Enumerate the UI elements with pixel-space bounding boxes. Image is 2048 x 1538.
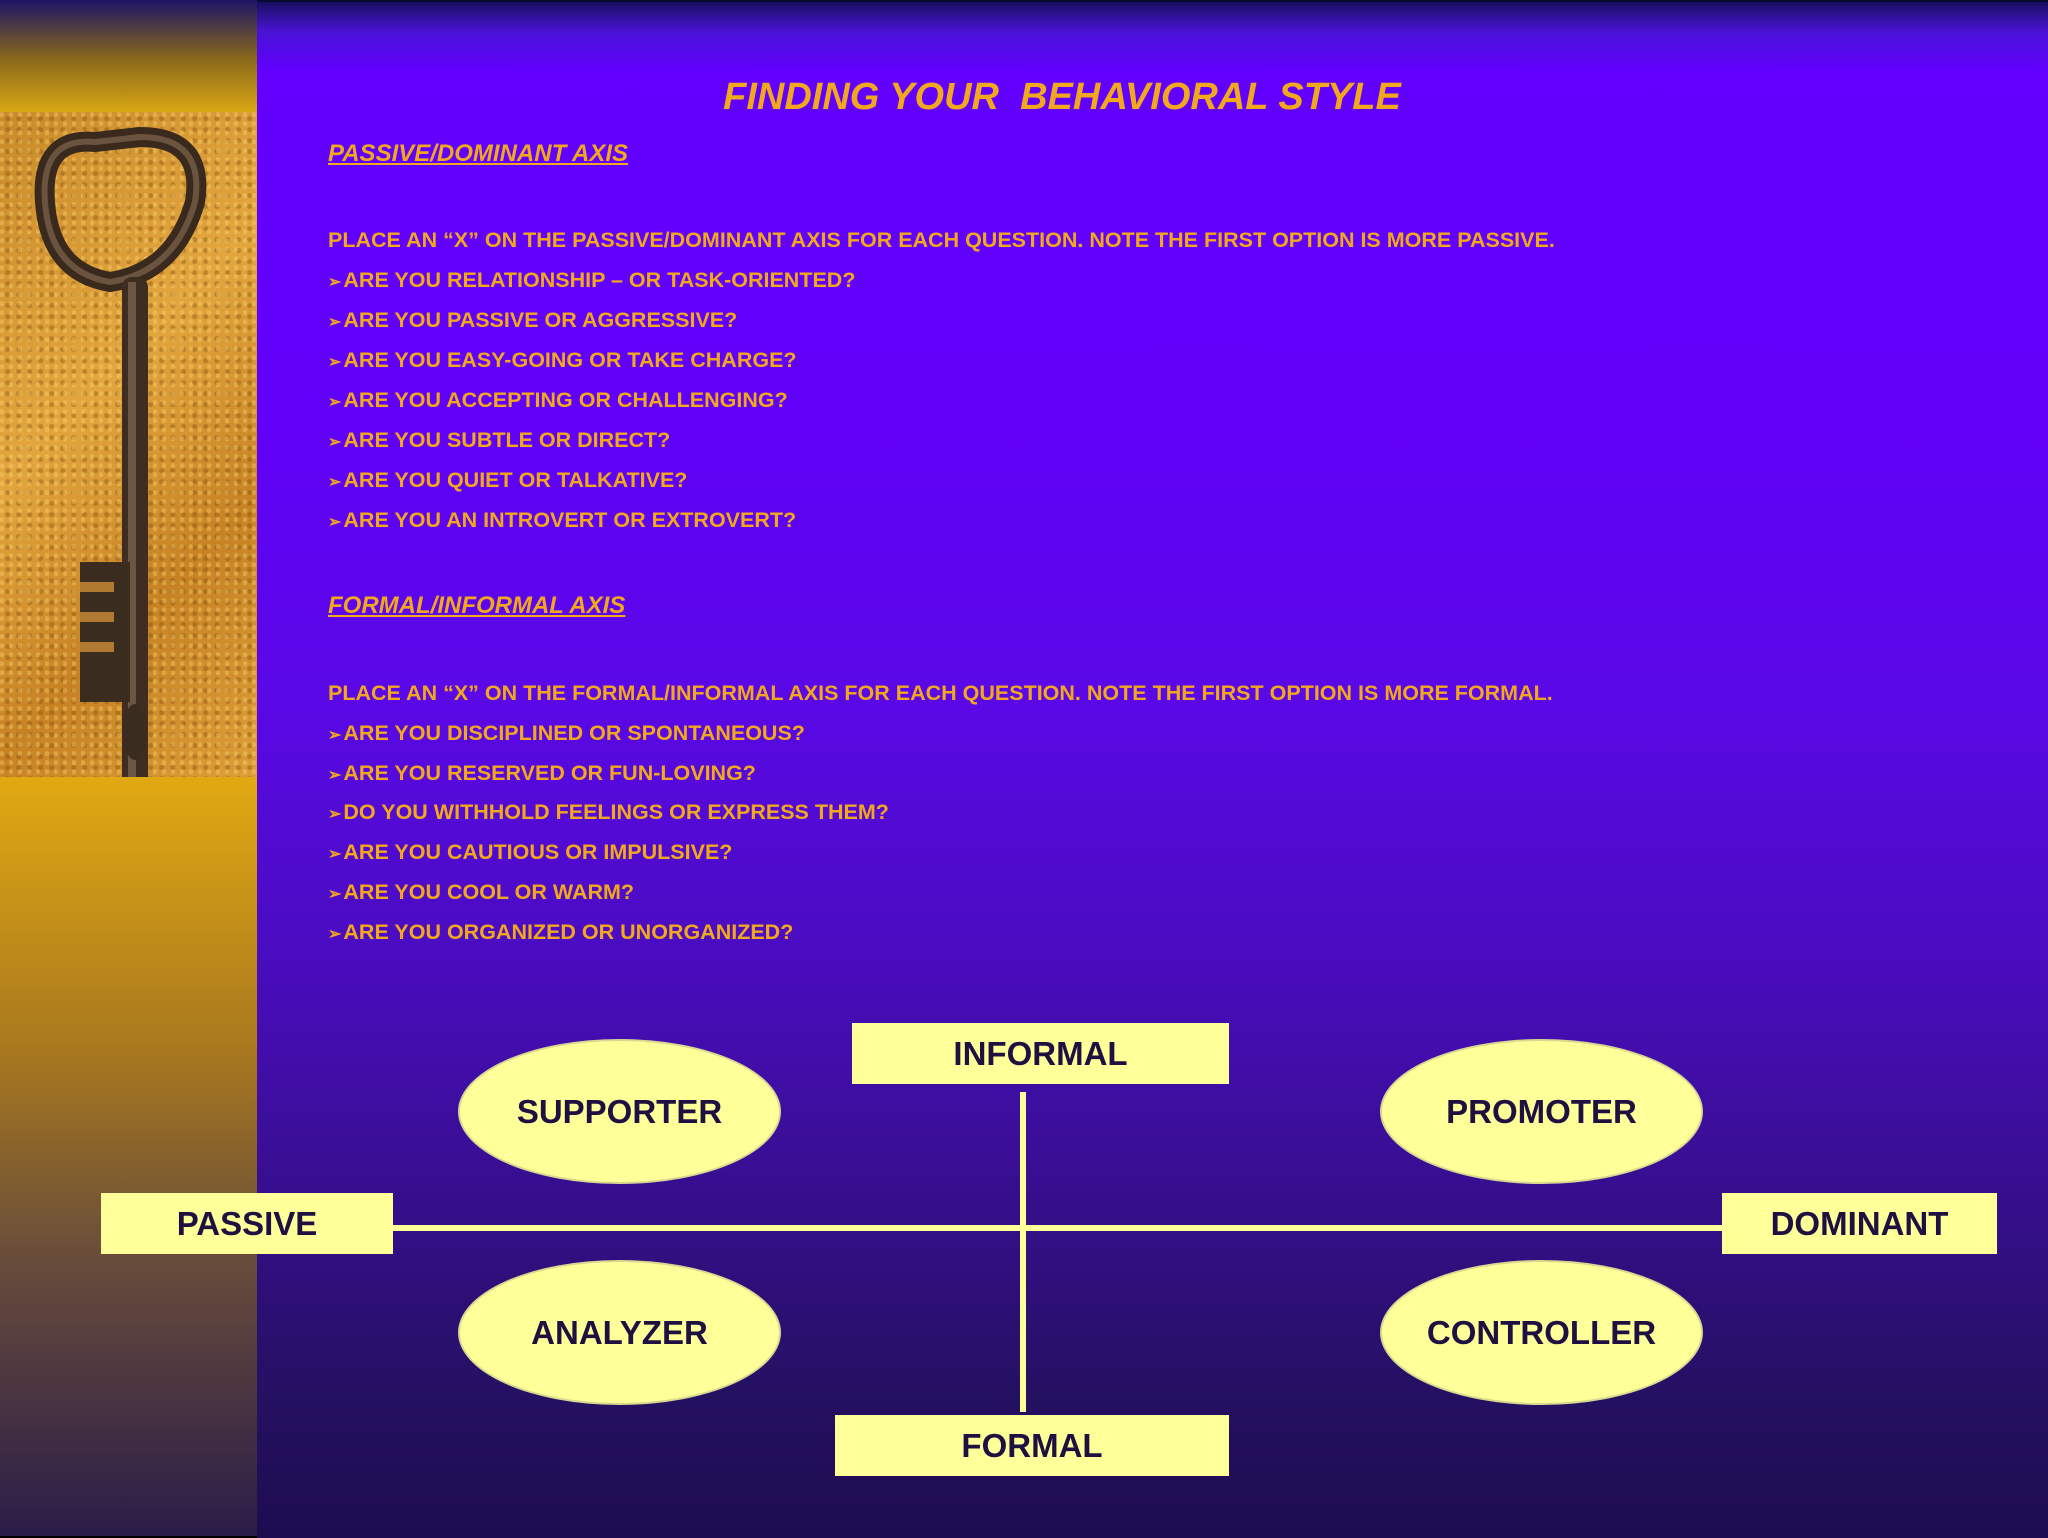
question-item: ARE YOU COOL OR WARM? xyxy=(343,880,635,904)
horizontal-axis xyxy=(390,1225,1727,1231)
instruction-passive-dominant: PLACE AN “X” ON THE PASSIVE/DOMINANT AXI… xyxy=(328,228,1555,252)
informal-label: INFORMAL xyxy=(852,1023,1229,1084)
question-item: ARE YOU PASSIVE OR AGGRESSIVE? xyxy=(343,308,738,332)
sidebar-panel xyxy=(0,0,257,1536)
question-item: DO YOU WITHHOLD FEELINGS OR EXPRESS THEM… xyxy=(343,800,889,824)
question-item: ARE YOU AN INTROVERT OR EXTROVERT? xyxy=(343,508,797,532)
page-title: FINDING YOUR BEHAVIORAL STYLE xyxy=(723,76,1401,118)
question-item: ARE YOU DISCIPLINED OR SPONTANEOUS? xyxy=(343,721,805,745)
question-item: ARE YOU RESERVED OR FUN-LOVING? xyxy=(343,761,756,785)
old-key-icon xyxy=(34,127,207,857)
question-item: ARE YOU QUIET OR TALKATIVE? xyxy=(343,468,688,492)
question-item: ARE YOU CAUTIOUS OR IMPULSIVE? xyxy=(343,840,733,864)
controller-oval: CONTROLLER xyxy=(1380,1260,1703,1405)
section-heading-formal-informal: FORMAL/INFORMAL AXIS xyxy=(328,592,626,619)
question-item: ARE YOU SUBTLE OR DIRECT? xyxy=(343,428,671,452)
supporter-oval: SUPPORTER xyxy=(458,1039,781,1184)
section-heading-passive-dominant: PASSIVE/DOMINANT AXIS xyxy=(328,140,629,167)
question-item: ARE YOU ORGANIZED OR UNORGANIZED? xyxy=(343,920,794,944)
question-item: ARE YOU ACCEPTING OR CHALLENGING? xyxy=(343,388,788,412)
question-item: ARE YOU RELATIONSHIP – OR TASK-ORIENTED? xyxy=(343,268,856,292)
analyzer-oval: ANALYZER xyxy=(458,1260,781,1405)
formal-label: FORMAL xyxy=(835,1415,1229,1476)
vertical-axis xyxy=(1020,1092,1026,1412)
promoter-oval: PROMOTER xyxy=(1380,1039,1703,1184)
instruction-formal-informal: PLACE AN “X” ON THE FORMAL/INFORMAL AXIS… xyxy=(328,681,1553,705)
key-image xyxy=(0,112,257,857)
passive-label: PASSIVE xyxy=(101,1193,393,1254)
dominant-label: DOMINANT xyxy=(1722,1193,1997,1254)
question-item: ARE YOU EASY-GOING OR TAKE CHARGE? xyxy=(343,348,797,372)
